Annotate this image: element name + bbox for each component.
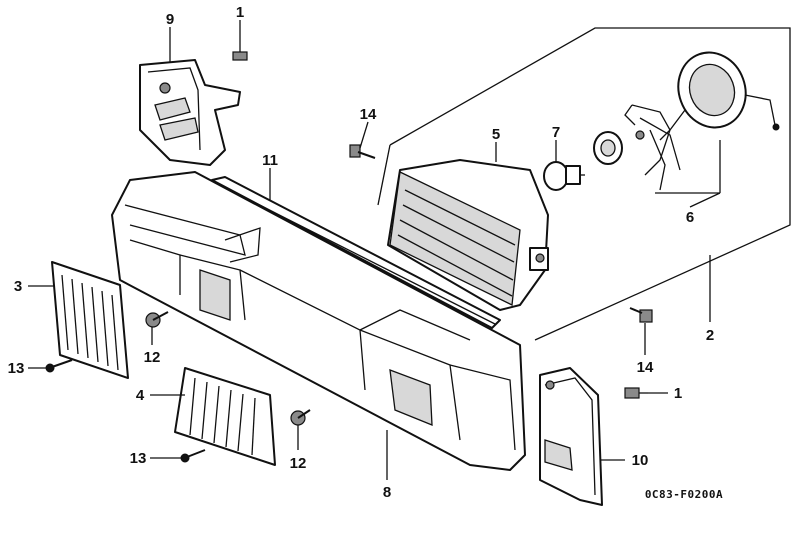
callout-7: 7	[552, 124, 560, 141]
callout-5: 5	[492, 126, 500, 143]
part-10-side-panel	[539, 367, 603, 506]
diagram-code: 0C83-F0200A	[645, 488, 723, 501]
callout-11: 11	[262, 152, 278, 169]
part-13-clip-b	[180, 449, 206, 463]
callout-10: 10	[632, 452, 649, 469]
part-14-bolt-top	[349, 144, 376, 159]
part-4-grille	[174, 367, 276, 466]
callout-labels: 9 1 11 14 5 7 6 2 3 4 13 13 12 12 8 14 1…	[8, 4, 723, 501]
bulb-socket	[593, 131, 623, 165]
callout-2: 2	[706, 327, 714, 344]
part-14-bolt-right	[629, 307, 653, 323]
part-7-bulb	[543, 161, 585, 191]
part-3-grille	[51, 261, 129, 379]
part-13-clip-a	[45, 359, 73, 373]
callout-8: 8	[383, 484, 391, 501]
part-8-front-panel	[111, 171, 526, 471]
part-1-bolt-right	[624, 387, 648, 399]
part-11-trim-strip	[211, 176, 501, 329]
callout-12-left: 12	[144, 349, 161, 366]
callout-4: 4	[136, 387, 145, 404]
part-5-headlight	[387, 159, 549, 311]
callout-14-top: 14	[360, 106, 377, 123]
callout-9: 9	[166, 11, 174, 28]
leader-lines	[28, 20, 721, 480]
seal-ring	[659, 51, 780, 141]
part-12-screw-b	[290, 409, 311, 426]
callout-13-left: 13	[8, 360, 25, 377]
callout-12-lower: 12	[290, 455, 307, 472]
callout-6: 6	[686, 209, 694, 226]
part-1-bolt-top	[232, 48, 248, 61]
headlight-assembly-frame	[377, 27, 791, 341]
callout-3: 3	[14, 278, 22, 295]
callout-1-top: 1	[236, 4, 244, 21]
part-9-bracket	[139, 59, 241, 166]
part-12-screw-a	[145, 311, 169, 328]
callout-14-right: 14	[637, 359, 654, 376]
callout-13-lower: 13	[130, 450, 147, 467]
callout-1-right: 1	[674, 385, 682, 402]
